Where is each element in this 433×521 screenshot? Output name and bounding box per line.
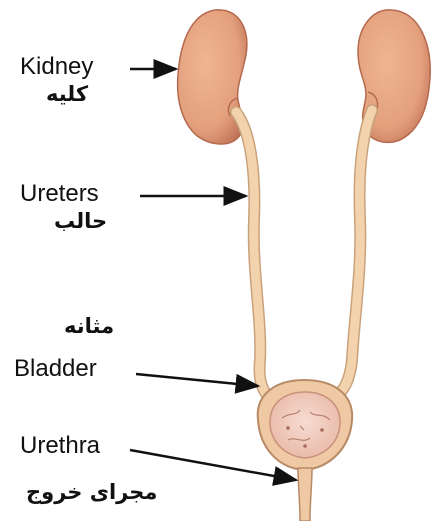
bladder-label: Bladder [14, 357, 97, 381]
kidney-label-fa: کلیه [46, 84, 88, 105]
bladder-arrow [136, 374, 258, 386]
ureters-label: Ureters [20, 182, 99, 206]
bladder-interior [270, 392, 340, 458]
urethra-label: Urethra [20, 434, 100, 458]
urethra [298, 468, 312, 521]
urethra-label-fa: مجرای خروج [26, 482, 157, 503]
bladder-label-fa: مثانه [64, 316, 114, 337]
kidney-label: Kidney [20, 55, 93, 79]
ureters-label-fa: حالب [54, 211, 107, 232]
